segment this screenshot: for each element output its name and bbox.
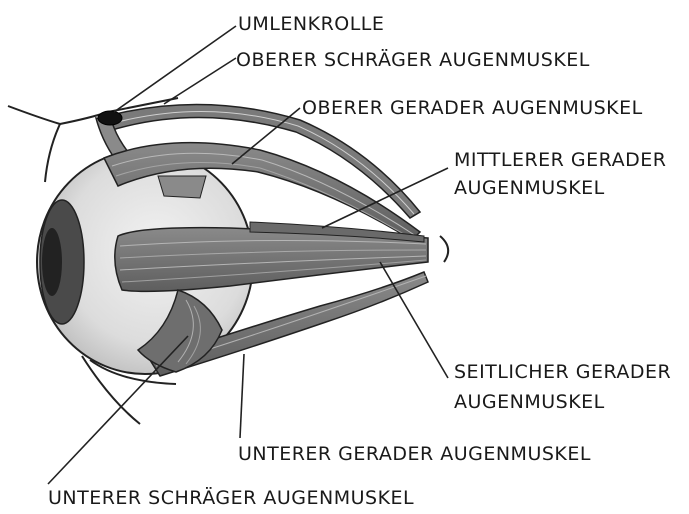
label-seitlicher-gerader-line1: SEITLICHER GERADER [454,361,671,383]
label-seitlicher-gerader-line2: AUGENMUSKEL [454,391,605,413]
annulus-of-zinn [440,236,448,262]
label-umlenkrolle: UMLENKROLLE [238,13,384,35]
label-mittlerer-gerader-line1: MITTLERER GERADER [454,149,666,171]
trochlea [98,111,122,125]
label-mittlerer-gerader-line2: AUGENMUSKEL [454,177,605,199]
label-unterer-schraeger-augenmuskel: UNTERER SCHRÄGER AUGENMUSKEL [48,486,414,509]
label-oberer-schraeger-augenmuskel: OBERER SCHRÄGER AUGENMUSKEL [236,48,590,71]
label-unterer-gerader-augenmuskel: UNTERER GERADER AUGENMUSKEL [238,443,591,465]
pupil [42,228,62,296]
label-oberer-gerader-augenmuskel: OBERER GERADER AUGENMUSKEL [302,97,643,119]
